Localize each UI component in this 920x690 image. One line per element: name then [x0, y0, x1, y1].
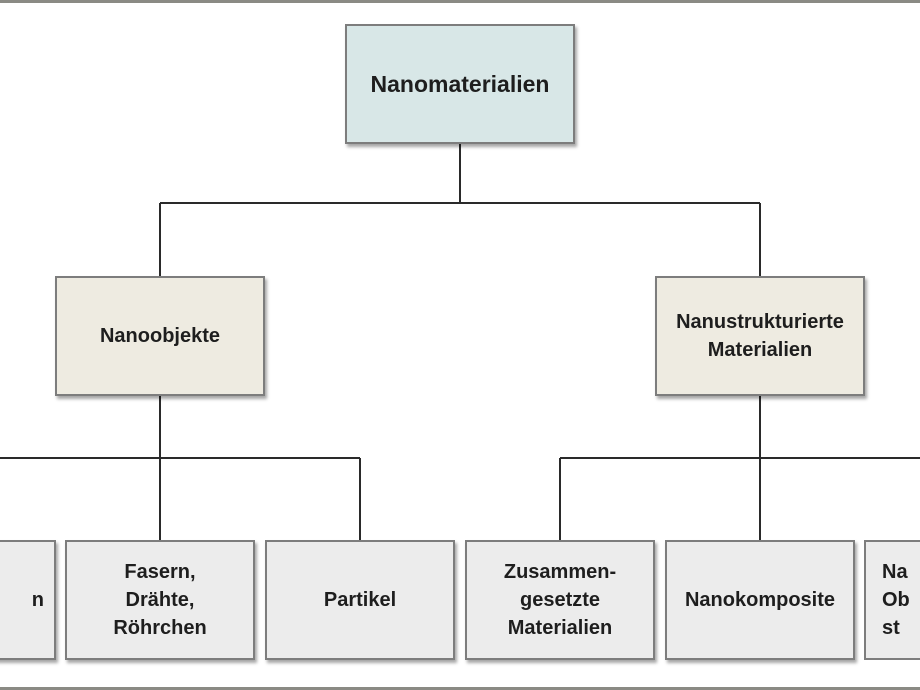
node-leaf-4-label: Nanokomposite	[684, 589, 836, 611]
node-nanoobjekte: Nanoobjekte	[55, 276, 265, 396]
node-leaf-clipped-left: n	[0, 540, 56, 660]
node-leaf-3-label: Zusammen- gesetzte Materialien	[503, 561, 617, 639]
node-nanoobjekte-label: Nanoobjekte	[99, 325, 221, 347]
node-nanostrukturierte-label: Nanustrukturierte Materialien	[676, 311, 844, 361]
node-root-label: Nanomaterialien	[370, 70, 550, 97]
node-partikel: Partikel	[265, 540, 455, 660]
node-leaf-1-label: Fasern, Drähte, Röhrchen	[113, 561, 207, 639]
node-root: Nanomaterialien	[345, 24, 575, 144]
node-leaf-5-label: Na Ob st	[882, 561, 910, 639]
node-leaf-clipped-right: Na Ob st	[864, 540, 920, 660]
node-nanostrukturierte-materialien: Nanustrukturierte Materialien	[655, 276, 865, 396]
node-zusammengesetzte-materialien: Zusammen- gesetzte Materialien	[465, 540, 655, 660]
node-nanokomposite: Nanokomposite	[665, 540, 855, 660]
node-leaf-2-label: Partikel	[323, 589, 397, 611]
node-fasern-draehte-roehrchen: Fasern, Drähte, Röhrchen	[65, 540, 255, 660]
node-leaf-0-label: n	[31, 589, 44, 611]
